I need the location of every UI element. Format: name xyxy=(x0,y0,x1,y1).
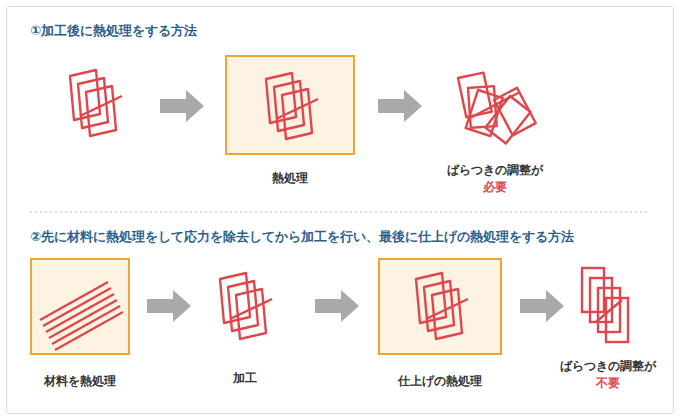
section-heading: ①加工後に熱処理をする方法 xyxy=(30,22,197,40)
heat-treatment-box: 熱処理 xyxy=(225,55,355,155)
step-label: 熱処理 xyxy=(272,170,308,187)
heat-treatment-box: 仕上げの熱処理 xyxy=(378,258,502,355)
scattered-coils xyxy=(458,73,536,144)
heat-treatment-box: 材料を熱処理 xyxy=(30,258,130,355)
step-label: 材料を熱処理 xyxy=(44,373,116,390)
step-label: 加工 xyxy=(233,370,257,387)
result-emphasis: 必要 xyxy=(483,179,507,196)
result-emphasis: 不要 xyxy=(596,375,620,392)
result-text: ばらつきの調整が xyxy=(447,162,543,179)
aligned-coils xyxy=(582,268,628,342)
step-label: 仕上げの熱処理 xyxy=(398,373,482,390)
section-heading: ②先に材料に熱処理をして応力を除去してから加工を行い、最後に仕上げの熱処理をする… xyxy=(30,228,574,246)
result-text: ばらつきの調整が xyxy=(560,358,656,375)
